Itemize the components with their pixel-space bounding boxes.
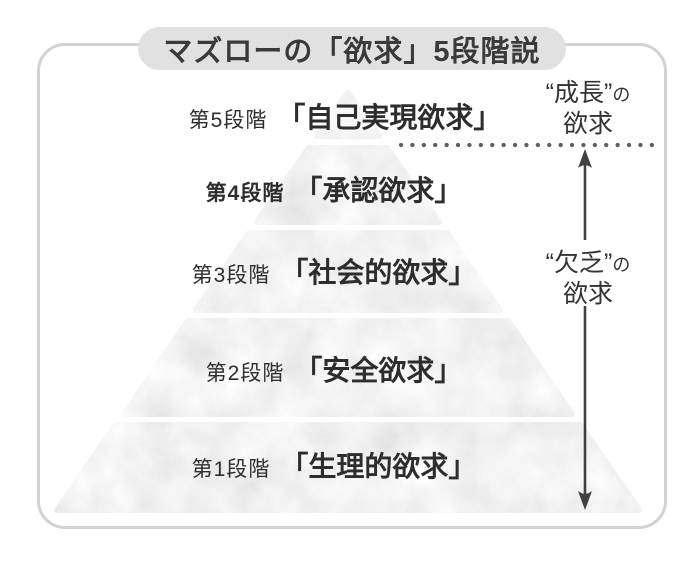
growth-needs-line1: “成長”の <box>545 79 631 107</box>
deficiency-needs-line2: 欲求 <box>562 280 613 308</box>
level-1-stage: 第1段階 <box>191 458 271 481</box>
level-5-label: 第5段階 「自己実現欲求」 <box>189 96 502 136</box>
level-3-need: 「社会的欲求」 <box>280 257 477 288</box>
pyramid-level-2-shape <box>121 318 575 417</box>
level-4-stage: 第4段階 <box>205 182 285 205</box>
level-3-stage: 第3段階 <box>191 264 271 287</box>
level-1-label: 第1段階 「生理的欲求」 <box>192 445 477 485</box>
level-5-need: 「自己実現欲求」 <box>277 102 502 133</box>
pyramid-level-5-shape <box>314 90 382 139</box>
diagram-title: マズローの「欲求」5段階説 <box>163 35 541 68</box>
level-2-need: 「安全欲求」 <box>294 355 463 386</box>
level-1-need: 「生理的欲求」 <box>280 451 477 482</box>
pyramid-level-4-shape <box>254 145 442 225</box>
level-3-label: 第3段階 「社会的欲求」 <box>192 251 477 291</box>
growth-needs-annotation: “成長”の 欲求 <box>546 79 631 139</box>
pyramid-level-3-shape <box>193 230 503 313</box>
level-2-stage: 第2段階 <box>205 362 285 385</box>
level-2-label: 第2段階 「安全欲求」 <box>206 349 463 389</box>
diagram-title-pill: マズローの「欲求」5段階説 <box>138 27 566 70</box>
deficiency-range-arrow <box>578 149 592 510</box>
level-4-label: 第4段階 「承認欲求」 <box>206 169 463 209</box>
deficiency-needs-line1: “欠乏”の <box>545 249 631 277</box>
deficiency-needs-annotation: “欠乏”の 欲求 <box>546 249 631 309</box>
arrow-up-head-icon <box>578 149 592 168</box>
level-4-need: 「承認欲求」 <box>294 175 463 206</box>
arrow-down-head-icon <box>578 491 592 510</box>
pyramid-level-1-shape <box>54 422 642 513</box>
growth-needs-line2: 欲求 <box>562 110 613 138</box>
level-5-stage: 第5段階 <box>188 109 268 132</box>
